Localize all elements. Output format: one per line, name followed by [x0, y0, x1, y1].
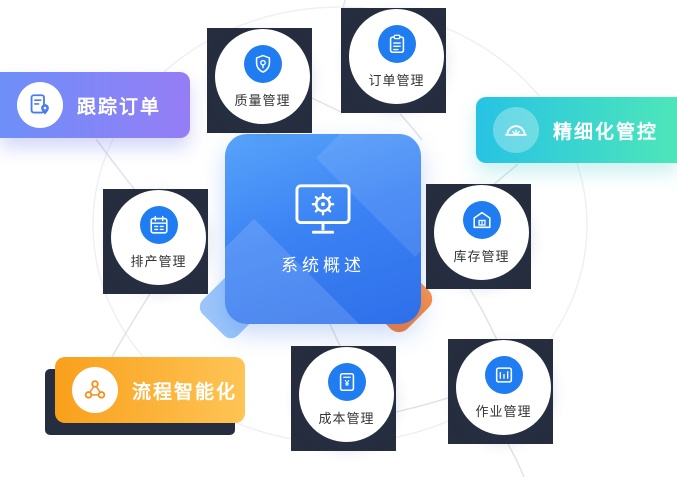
module-circle: 作业管理: [456, 340, 551, 435]
module-label: 订单管理: [368, 72, 425, 88]
system-overview-label: 系统概述: [281, 256, 365, 275]
module-order[interactable]: 订单管理: [341, 8, 446, 113]
banner-fine-control[interactable]: 精细化管控: [476, 97, 677, 163]
document-location-icon: [17, 82, 63, 128]
module-label: 成本管理: [318, 410, 375, 426]
module-label: 排产管理: [130, 253, 187, 269]
calendar-icon: [139, 205, 178, 244]
yuan-document-icon: ¥: [327, 362, 366, 401]
module-inventory[interactable]: 库存管理: [426, 184, 531, 289]
warehouse-icon: [462, 200, 501, 239]
module-circle: 订单管理: [349, 9, 444, 104]
clipboard-icon: [377, 24, 416, 63]
system-overview-card[interactable]: 系统概述: [225, 134, 421, 324]
banner-smart-process[interactable]: 流程智能化: [55, 357, 245, 423]
module-circle: 排产管理: [111, 190, 206, 285]
module-quality[interactable]: 质量管理: [207, 28, 312, 133]
monitor-gear-icon: [292, 182, 354, 238]
network-nodes-icon: [72, 367, 118, 413]
module-circle: ¥ 成本管理: [299, 347, 394, 442]
module-job[interactable]: 作业管理: [448, 339, 553, 444]
worksheet-icon: [484, 355, 523, 394]
module-label: 作业管理: [475, 403, 532, 419]
banner-label: 流程智能化: [132, 381, 238, 403]
module-circle: 库存管理: [434, 185, 529, 280]
module-label: 库存管理: [453, 248, 510, 264]
banner-label: 跟踪订单: [77, 96, 162, 118]
svg-text:¥: ¥: [344, 378, 349, 388]
module-label: 质量管理: [234, 92, 291, 108]
shield-check-icon: [243, 44, 282, 83]
banner-label: 精细化管控: [553, 121, 659, 143]
module-cost[interactable]: ¥ 成本管理: [291, 346, 396, 451]
module-scheduling[interactable]: 排产管理: [103, 189, 208, 294]
protractor-icon: [493, 107, 539, 153]
banner-track-order[interactable]: 跟踪订单: [0, 72, 190, 138]
module-circle: 质量管理: [215, 29, 310, 124]
